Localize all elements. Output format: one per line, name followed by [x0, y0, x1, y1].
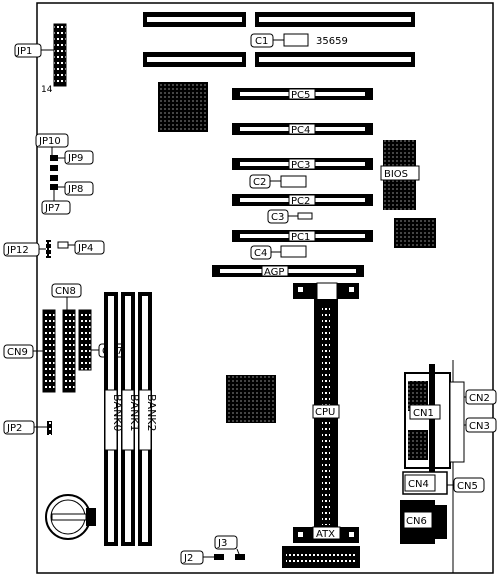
jp8-label: JP8	[67, 184, 83, 195]
cpu-label: CPU	[315, 407, 335, 418]
cn9-header	[42, 309, 56, 393]
isa-slot	[143, 52, 246, 67]
jp4-callout: JP4	[68, 240, 105, 255]
c3-label: C3	[271, 212, 284, 223]
jp12-header	[46, 240, 51, 258]
c1-label: C1	[255, 36, 268, 47]
jp9-callout: JP9	[58, 150, 94, 165]
cn1-port-stack: CN1	[404, 364, 465, 476]
c2-component	[280, 175, 307, 188]
jp4-header	[57, 241, 69, 249]
battery	[45, 494, 96, 540]
cn8-label: CN8	[55, 286, 76, 297]
j2-callout: J2	[180, 550, 214, 565]
isa-slot	[143, 12, 246, 27]
j3-label: J3	[217, 538, 227, 549]
c2-label: C2	[253, 177, 266, 188]
cn6-port: CN6	[400, 500, 447, 544]
cn8-header	[62, 309, 76, 393]
c4-callout: C4	[250, 245, 281, 260]
memory-bank-0: BANK0	[104, 292, 124, 546]
jp12-label: JP12	[6, 245, 29, 256]
jp7-label: JP7	[44, 203, 60, 214]
cn5-label: CN5	[457, 481, 478, 492]
jp1-pin-label: 14	[41, 85, 53, 95]
pci-slot-pc5: PC5	[232, 88, 373, 101]
c4-label: C4	[254, 248, 267, 259]
jp1-callout: JP1	[14, 43, 54, 58]
cn9-label: CN9	[7, 347, 28, 358]
jp8-callout: JP8	[58, 181, 94, 196]
jp2-label: JP2	[6, 423, 22, 434]
j3-header	[235, 554, 245, 560]
pc2-label: PC2	[291, 196, 310, 207]
chipset-south	[394, 218, 436, 248]
isa-slot	[255, 12, 415, 27]
bank0-label: BANK0	[111, 394, 124, 432]
pc5-label: PC5	[291, 90, 310, 101]
cn1-label: CN1	[413, 408, 434, 419]
pci-slot-pc4: PC4	[232, 123, 373, 136]
cn6-label: CN6	[406, 516, 427, 527]
atx-label: ATX	[316, 529, 335, 540]
cn7-header	[78, 309, 92, 371]
memory-bank-1: BANK1	[121, 292, 141, 546]
c2-callout: C2	[249, 174, 281, 189]
cn4-label: CN4	[408, 479, 429, 490]
cn5-callout: CN5	[447, 477, 485, 493]
jp10-label: JP10	[38, 136, 61, 147]
cn4-port: CN4	[402, 471, 448, 495]
chip-center	[226, 375, 276, 423]
jp4-label: JP4	[77, 243, 93, 254]
pci-slot-pc2: PC2	[232, 194, 373, 207]
jp2-header	[47, 421, 52, 435]
pc3-label: PC3	[291, 160, 310, 171]
pc1-label: PC1	[291, 232, 310, 243]
jp10-callout: JP10	[35, 133, 69, 155]
bank2-label: BANK2	[145, 394, 158, 432]
jp1-label: JP1	[16, 46, 32, 57]
cn2-label: CN2	[469, 393, 490, 404]
c1-component	[283, 33, 309, 47]
pci-slot-pc1: PC1	[232, 230, 373, 243]
bios-chip: BIOS	[380, 140, 420, 210]
j3-callout: J3	[214, 535, 240, 555]
pci-slot-pc3: PC3	[232, 158, 373, 171]
j2-header	[214, 554, 224, 560]
chipset-north	[158, 82, 208, 132]
c1-callout: C1	[250, 33, 284, 48]
agp-label: AGP	[264, 267, 284, 278]
jp7-callout: JP7	[41, 190, 71, 215]
jumper-cluster	[50, 155, 58, 190]
c3-component	[297, 212, 313, 220]
cn9-callout: CN9	[3, 344, 43, 359]
cn3-label: CN3	[469, 421, 490, 432]
cn2-callout: CN2	[464, 389, 497, 405]
c1-code: 35659	[316, 36, 348, 47]
cpu-slot: CPU	[293, 282, 359, 543]
jp12-callout: JP12	[3, 242, 46, 257]
isa-slot	[255, 52, 415, 67]
jp1-header	[53, 23, 67, 87]
cn8-callout: CN8	[51, 283, 82, 310]
pc4-label: PC4	[291, 125, 310, 136]
bank1-label: BANK1	[128, 394, 141, 432]
jp2-callout: JP2	[3, 420, 47, 435]
j2-label: J2	[183, 553, 193, 564]
memory-bank-2: BANK2	[138, 292, 158, 546]
c3-callout: C3	[267, 209, 298, 224]
agp-slot: AGP	[212, 265, 364, 278]
bios-label: BIOS	[384, 169, 408, 180]
cn3-callout: CN3	[464, 417, 497, 433]
jp9-label: JP9	[67, 153, 83, 164]
c4-component	[280, 245, 307, 258]
atx-connector: ATX	[282, 526, 360, 568]
